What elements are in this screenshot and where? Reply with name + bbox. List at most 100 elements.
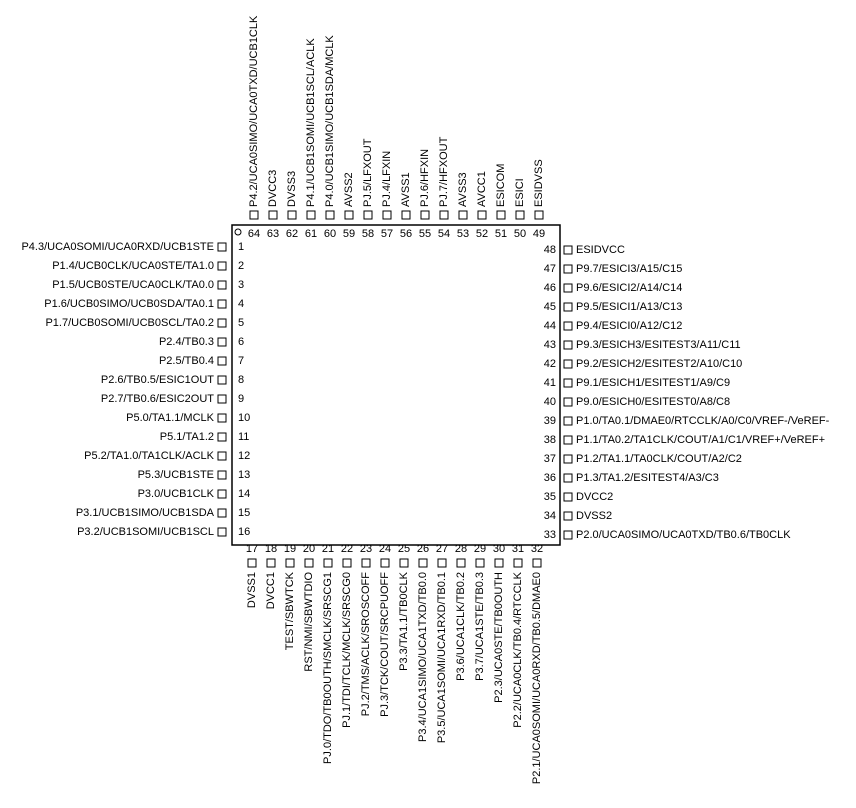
pin-label-31: P2.2/UCA0CLK/TB0.4/RTCCLK — [512, 571, 524, 727]
pin-number-62: 62 — [286, 228, 298, 240]
pin-pad-9 — [217, 394, 227, 404]
pin-pad-23 — [361, 558, 371, 568]
pin-number-63: 63 — [267, 228, 279, 240]
pin-number-16: 16 — [238, 526, 250, 538]
pin-number-24: 24 — [379, 543, 391, 555]
pin-number-7: 7 — [238, 355, 244, 367]
pin-number-61: 61 — [305, 228, 317, 240]
pin-pad-47 — [563, 264, 573, 274]
pin-pad-56 — [401, 210, 411, 220]
pin-pad-21 — [323, 558, 333, 568]
pin-pad-24 — [380, 558, 390, 568]
pin-label-55: PJ.6/HFXIN — [419, 149, 431, 207]
pin-number-8: 8 — [238, 374, 244, 386]
pin-number-6: 6 — [238, 336, 244, 348]
pin-pad-37 — [563, 454, 573, 464]
pin-pad-57 — [382, 210, 392, 220]
pin-number-30: 30 — [493, 543, 505, 555]
pin-label-49: ESIDVSS — [533, 159, 545, 207]
pin-label-20: RST/NMI/SBWTDIO — [303, 572, 315, 672]
pin-number-46: 46 — [544, 282, 556, 294]
pin-number-20: 20 — [303, 543, 315, 555]
pin-pad-52 — [477, 210, 487, 220]
pin-label-27: P3.5/UCA1SOMI/UCA1RXD/TB0.1 — [436, 572, 448, 743]
pin-label-7: P2.5/TB0.4 — [159, 355, 214, 367]
pin-pad-28 — [456, 558, 466, 568]
pin-label-54: PJ.7/HFXOUT — [438, 136, 450, 207]
pin-label-60: P4.0/UCB1SIMO/UCB1SDA/MCLK — [324, 35, 336, 207]
pin-pad-5 — [217, 318, 227, 328]
pin-number-35: 35 — [544, 491, 556, 503]
pin-number-34: 34 — [544, 510, 556, 522]
pin-number-53: 53 — [457, 228, 469, 240]
pin-label-30: P2.3/UCA0STE/TB0OUTH — [493, 572, 505, 703]
pin-pad-25 — [399, 558, 409, 568]
pin-number-29: 29 — [474, 543, 486, 555]
pin-pad-58 — [363, 210, 373, 220]
pin-label-38: P1.1/TA0.2/TA1CLK/COUT/A1/C1/VREF+/VeREF… — [576, 434, 825, 446]
pin-pad-12 — [217, 451, 227, 461]
pin-number-28: 28 — [455, 543, 467, 555]
pin-number-13: 13 — [238, 469, 250, 481]
pin-label-10: P5.0/TA1.1/MCLK — [126, 412, 214, 424]
pin-number-22: 22 — [341, 543, 353, 555]
pin-pad-14 — [217, 489, 227, 499]
pin-number-58: 58 — [362, 228, 374, 240]
pin1-marker-dot — [234, 228, 242, 236]
pin-pad-1 — [217, 242, 227, 252]
pin-label-40: P9.0/ESICH0/ESITEST0/A8/C8 — [576, 396, 730, 408]
pin-label-35: DVCC2 — [576, 491, 613, 503]
pin-number-64: 64 — [248, 228, 260, 240]
pin-label-36: P1.3/TA1.2/ESITEST4/A3/C3 — [576, 472, 719, 484]
pin-pad-15 — [217, 508, 227, 518]
pin-label-52: AVCC1 — [476, 171, 488, 207]
pin-label-63: DVCC3 — [267, 170, 279, 207]
pin-label-12: P5.2/TA1.0/TA1CLK/ACLK — [84, 450, 214, 462]
pin-pad-38 — [563, 435, 573, 445]
pin-label-22: PJ.1/TDI/TCLK/MCLK/SRSCG0 — [341, 572, 353, 728]
pin-pad-41 — [563, 378, 573, 388]
pin-number-19: 19 — [284, 543, 296, 555]
pin-label-4: P1.6/UCB0SIMO/UCB0SDA/TA0.1 — [44, 298, 214, 310]
pin-label-41: P9.1/ESICH1/ESITEST1/A9/C9 — [576, 377, 730, 389]
pin-pad-44 — [563, 321, 573, 331]
pin-number-38: 38 — [544, 434, 556, 446]
pin-pad-59 — [344, 210, 354, 220]
pin-label-18: DVCC1 — [265, 572, 277, 609]
pin-pad-54 — [439, 210, 449, 220]
pin-pad-10 — [217, 413, 227, 423]
pin-pad-49 — [534, 210, 544, 220]
pin-number-42: 42 — [544, 358, 556, 370]
pin-number-43: 43 — [544, 339, 556, 351]
pin-pad-30 — [494, 558, 504, 568]
pin-label-14: P3.0/UCB1CLK — [138, 488, 215, 500]
pin-number-45: 45 — [544, 301, 556, 313]
pin-pad-45 — [563, 302, 573, 312]
pin-number-44: 44 — [544, 320, 556, 332]
pin-number-59: 59 — [343, 228, 355, 240]
pin-pad-55 — [420, 210, 430, 220]
pin-number-50: 50 — [514, 228, 526, 240]
pin-pad-16 — [217, 527, 227, 537]
pin-pad-62 — [287, 210, 297, 220]
pin-label-59: AVSS2 — [343, 172, 355, 207]
pin-number-40: 40 — [544, 396, 556, 408]
pin-pad-43 — [563, 340, 573, 350]
pin-pad-34 — [563, 511, 573, 521]
pin-pad-4 — [217, 299, 227, 309]
pin-pad-63 — [268, 210, 278, 220]
pin-label-11: P5.1/TA1.2 — [160, 431, 214, 443]
pin-pad-33 — [563, 530, 573, 540]
pin-label-58: PJ.5/LFXOUT — [362, 138, 374, 207]
pin-pad-50 — [515, 210, 525, 220]
pin-label-5: P1.7/UCB0SOMI/UCB0SCL/TA0.2 — [45, 317, 214, 329]
pin-label-46: P9.6/ESICI2/A14/C14 — [576, 282, 682, 294]
pin-number-11: 11 — [238, 431, 249, 443]
pin-pad-35 — [563, 492, 573, 502]
chip-body — [231, 224, 561, 546]
pin-label-21: PJ.0/TDO/TB0OUTH/SMCLK/SRSCG1 — [322, 572, 334, 764]
pin-label-62: DVSS3 — [286, 171, 298, 207]
pin-label-34: DVSS2 — [576, 510, 612, 522]
pin-number-5: 5 — [238, 317, 244, 329]
pin-label-42: P9.2/ESICH2/ESITEST2/A10/C10 — [576, 358, 742, 370]
